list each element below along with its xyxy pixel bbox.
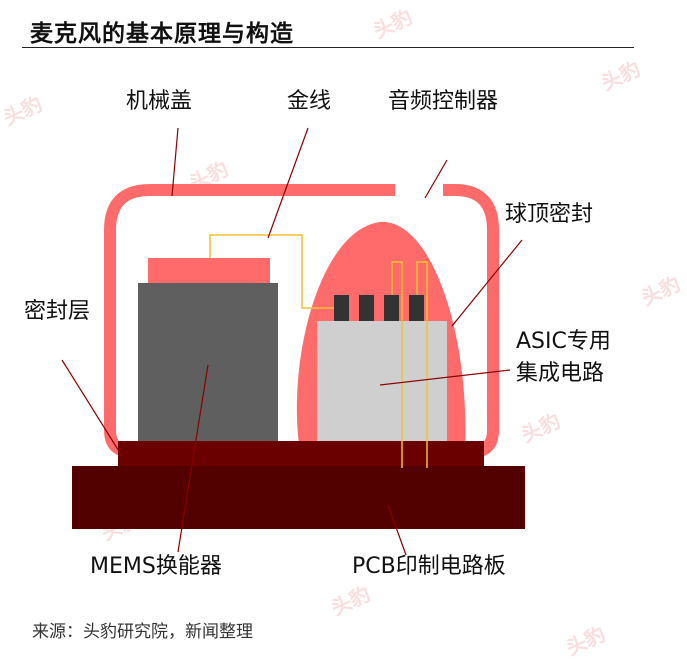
label-asic-line2: 集成电路 — [516, 361, 605, 386]
asic-pin — [359, 295, 374, 321]
label-mems: MEMS换能器 — [90, 554, 222, 579]
leader-line — [379, 369, 511, 386]
page-title: 麦克风的基本原理与构造 — [30, 21, 294, 47]
pcb-board — [72, 466, 525, 529]
asic-chip — [317, 321, 447, 443]
leader-line — [171, 127, 179, 197]
asic-pin — [334, 295, 349, 321]
leader-line — [387, 504, 407, 556]
mems-top-plate — [148, 258, 270, 284]
asic-pin — [409, 295, 424, 321]
leader-line — [424, 159, 448, 199]
mems-transducer — [138, 283, 278, 443]
gold-wire — [391, 261, 403, 468]
label-dome-seal: 球顶密封 — [505, 202, 594, 227]
title-divider — [22, 47, 634, 48]
asic-pin — [384, 295, 399, 321]
leader-line — [61, 359, 123, 457]
label-seal-layer: 密封层 — [24, 299, 91, 324]
leader-line — [177, 364, 209, 553]
label-asic-line1: ASIC专用 — [516, 329, 611, 354]
leader-line — [267, 127, 309, 239]
label-pcb: PCB印制电路板 — [352, 554, 506, 579]
gold-wire — [209, 234, 334, 309]
label-cover: 机械盖 — [126, 89, 193, 114]
label-gold-wire: 金线 — [287, 89, 332, 114]
mechanical-cover-right — [443, 184, 499, 458]
seal-substrate — [118, 441, 484, 467]
gold-wire — [416, 261, 428, 468]
label-sound-port: 音频控制器 — [388, 89, 499, 114]
source-note: 来源：头豹研究院，新闻整理 — [32, 622, 253, 642]
leader-line — [451, 239, 523, 327]
